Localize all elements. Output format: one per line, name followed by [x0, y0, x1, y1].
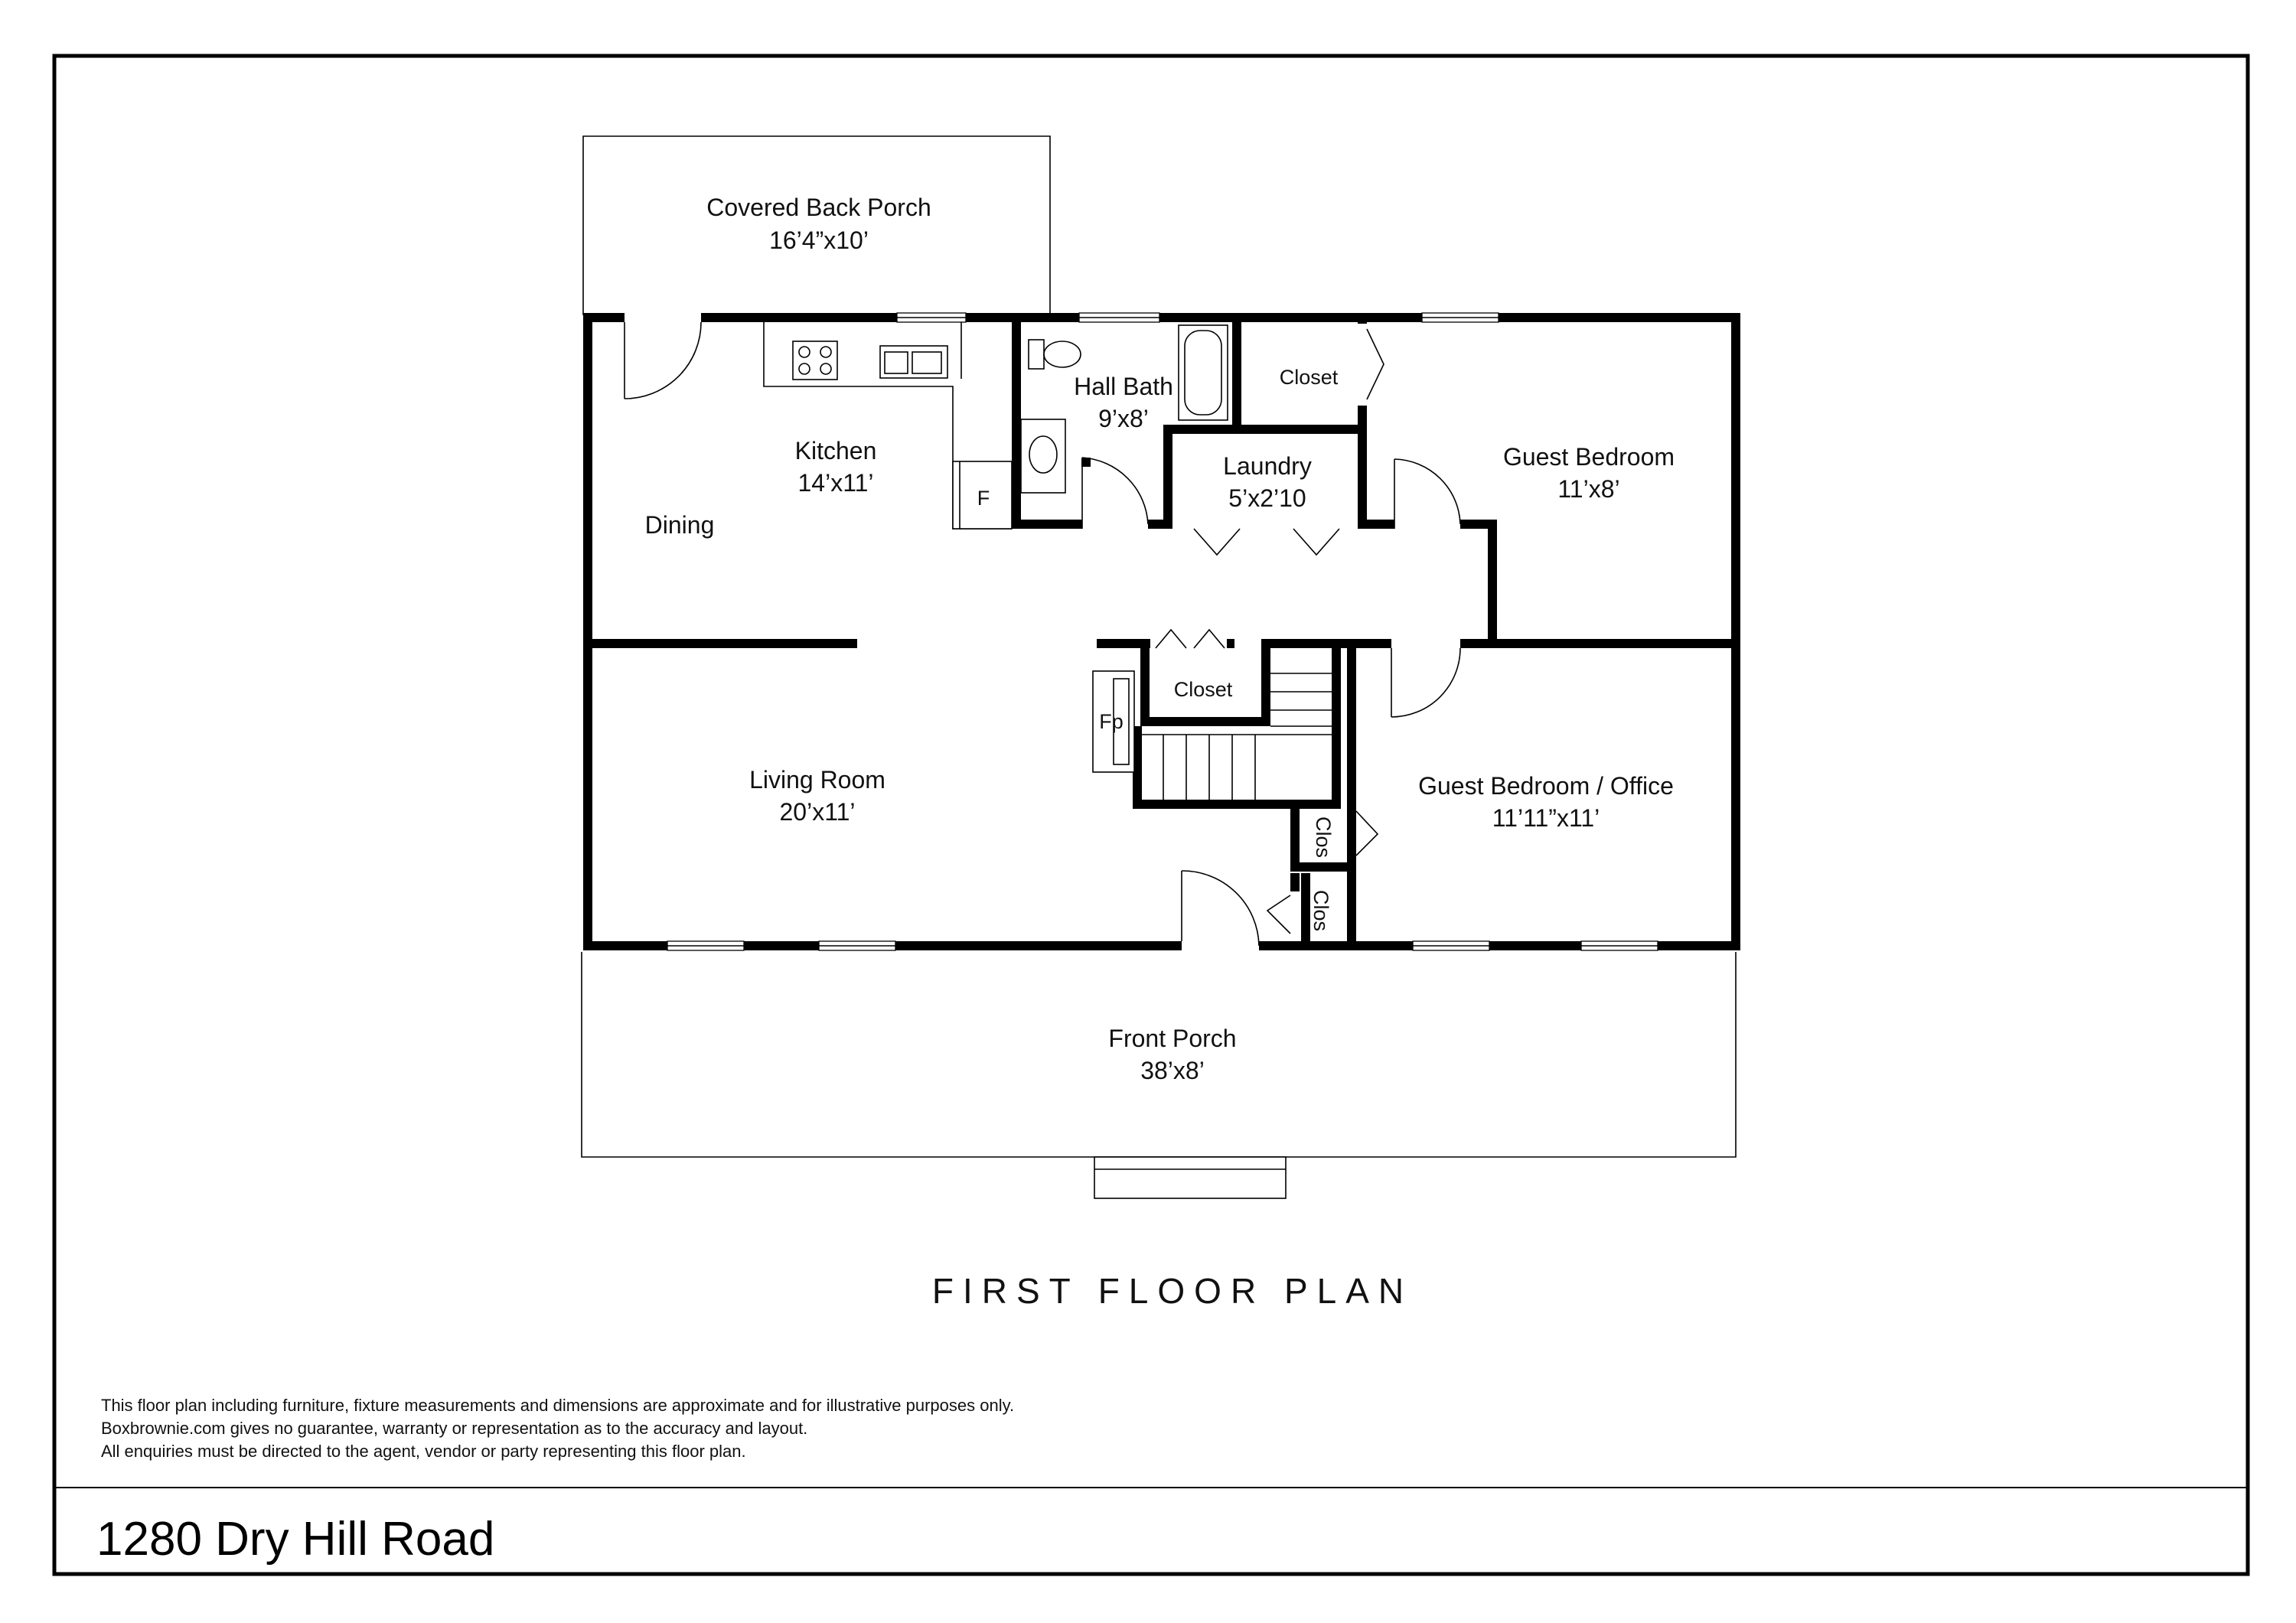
page-frame	[52, 54, 2250, 1576]
kitchen-dim: 14’x11’	[797, 469, 873, 497]
stairs	[1142, 673, 1332, 800]
room-labels: Covered Back Porch 16’4”x10’ Kitchen 14’…	[645, 194, 1675, 1084]
back-porch-name: Covered Back Porch	[706, 194, 931, 221]
doors	[624, 321, 1461, 947]
property-address: 1280 Dry Hill Road	[96, 1513, 494, 1566]
front-porch-dim: 38’x8’	[1140, 1057, 1205, 1084]
living-room-name: Living Room	[749, 766, 885, 794]
guest-bedroom-dim: 11’x8’	[1557, 475, 1619, 503]
front-steps	[1094, 1156, 1287, 1199]
stove-icon	[792, 341, 838, 380]
bath-vanity-icon	[1020, 419, 1066, 494]
hall-bath-dim: 9’x8’	[1098, 405, 1149, 432]
front-porch-outline	[581, 952, 1737, 1199]
living-room-dim: 20’x11’	[779, 798, 855, 826]
small-closet-label-1: Clos	[1312, 816, 1335, 858]
disclaimer-line-2: Boxbrownie.com gives no guarantee, warra…	[101, 1419, 807, 1438]
back-porch-dim: 16’4”x10’	[769, 227, 869, 254]
laundry-name: Laundry	[1223, 452, 1312, 480]
small-closet-label-2: Clos	[1309, 890, 1332, 931]
hall-bath-name: Hall Bath	[1074, 373, 1173, 400]
closet-top-name: Closet	[1280, 366, 1339, 389]
laundry-dim: 5’x2’10	[1228, 484, 1306, 512]
front-porch-name: Front Porch	[1108, 1025, 1236, 1052]
plan-title: FIRST FLOOR PLAN	[932, 1271, 1413, 1311]
fireplace-label: Fp	[1099, 710, 1124, 733]
closet-mid-name: Closet	[1174, 678, 1233, 701]
guest-bedroom-name: Guest Bedroom	[1503, 443, 1675, 471]
fridge-label: F	[977, 487, 990, 510]
guest-office-dim: 11’11”x11’	[1492, 804, 1600, 832]
windows	[667, 312, 1658, 951]
bathtub-icon	[1178, 324, 1228, 421]
fixtures	[763, 322, 1332, 800]
walls	[583, 313, 1740, 950]
dining-name: Dining	[645, 511, 715, 539]
toilet-icon	[1028, 339, 1081, 370]
kitchen-name: Kitchen	[795, 437, 877, 464]
back-porch-outline	[582, 135, 1051, 315]
disclaimer-line-3: All enquiries must be directed to the ag…	[101, 1442, 746, 1461]
fridge-icon	[952, 461, 1013, 530]
guest-office-name: Guest Bedroom / Office	[1418, 772, 1674, 800]
kitchen-sink-icon	[879, 345, 948, 379]
disclaimer-line-1: This floor plan including furniture, fix…	[101, 1396, 1014, 1415]
